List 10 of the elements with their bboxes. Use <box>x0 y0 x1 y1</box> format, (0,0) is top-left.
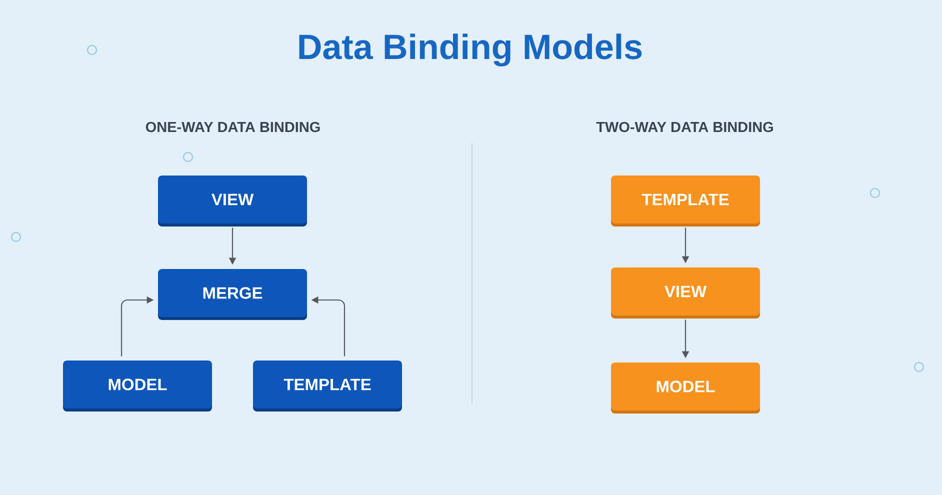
process-box: VIEW <box>611 268 760 318</box>
process-box: MODEL <box>63 360 212 412</box>
process-box: MERGE <box>158 269 307 320</box>
title: Data Binding Models <box>299 34 642 66</box>
process-box: MODEL <box>611 362 760 414</box>
section-heading: ONE-WAY DATA BINDING <box>146 122 320 132</box>
section-heading: TWO-WAY DATA BINDING <box>596 122 773 132</box>
process-box: TEMPLATE <box>253 360 402 412</box>
process-box: VIEW <box>158 176 307 226</box>
process-box: TEMPLATE <box>611 176 760 226</box>
